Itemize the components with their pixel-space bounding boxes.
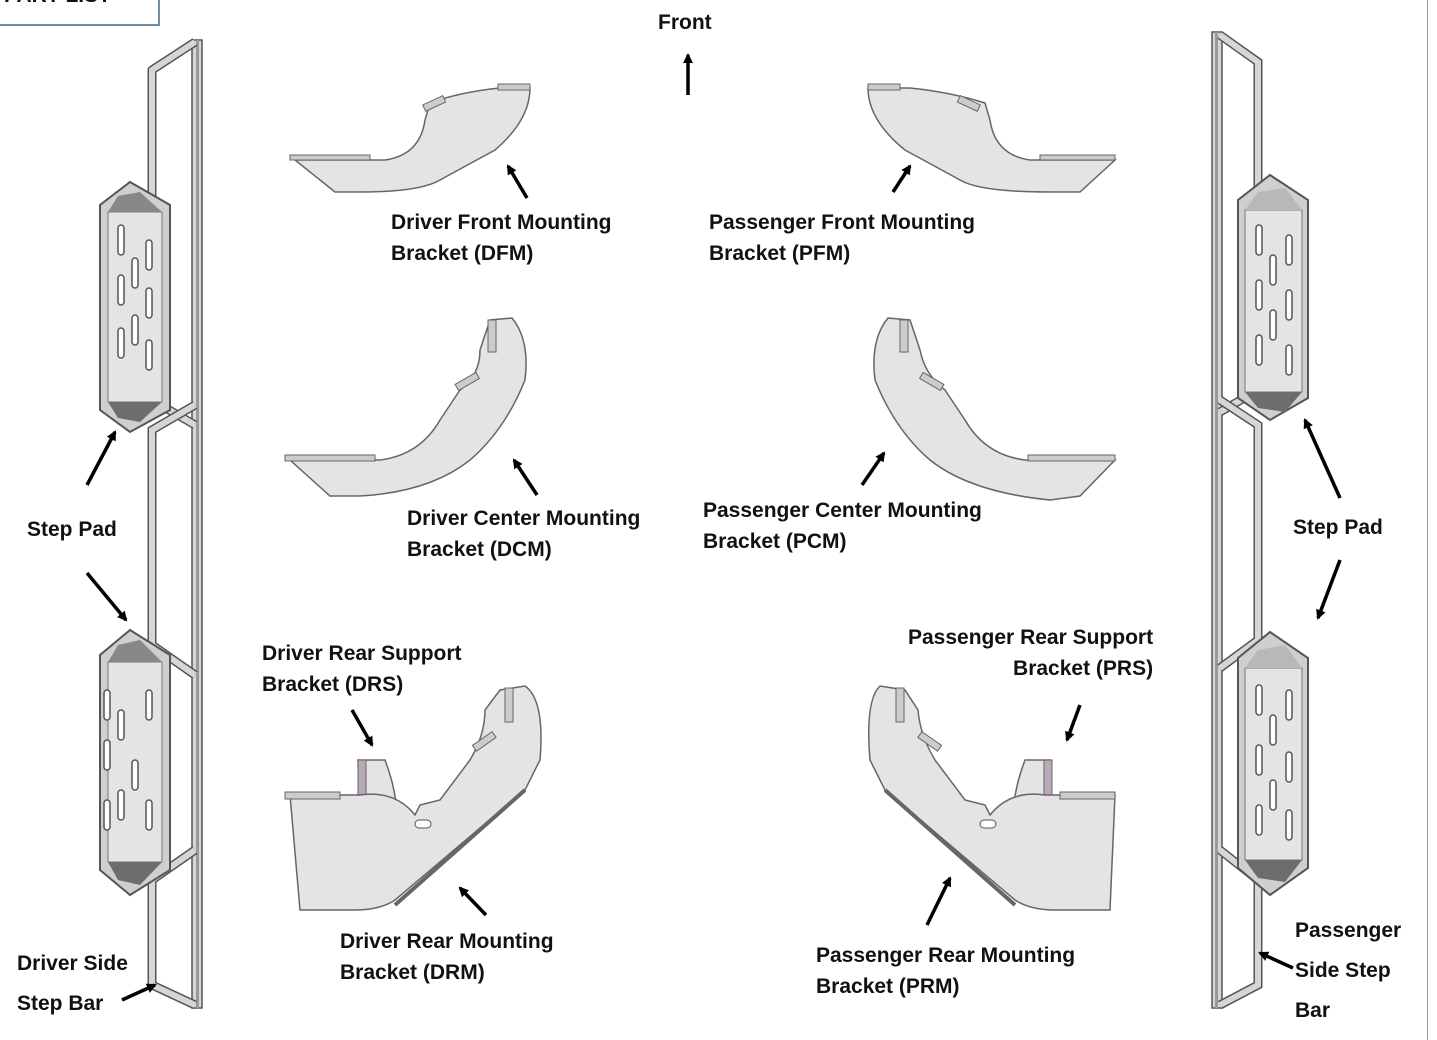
arrow-driver-bar: [121, 983, 157, 1002]
driver-side-step-bar: [147, 38, 203, 1010]
arrow-step-pad-left-down: [85, 571, 128, 622]
title-box: PART LIST: [0, 0, 160, 26]
driver-step-pad-lower: [99, 628, 171, 897]
page-title: PART LIST: [4, 0, 111, 8]
arrow-prs: [1065, 704, 1082, 742]
driver-rear-mounting-bracket: [284, 685, 542, 911]
arrow-dfm: [506, 164, 529, 199]
arrow-step-pad-left-up: [85, 430, 117, 486]
driver-center-mounting-bracket: [284, 317, 527, 497]
arrow-prm: [925, 876, 952, 926]
arrow-step-pad-right-up: [1303, 418, 1342, 499]
arrow-step-pad-right-down: [1316, 559, 1342, 620]
page-edge: [1427, 0, 1437, 1040]
passenger-center-mounting-bracket: [873, 317, 1117, 501]
arrow-drm: [458, 886, 488, 917]
front-label: Front: [658, 11, 712, 34]
arrow-dcm: [512, 458, 539, 496]
driver-front-mounting-bracket: [289, 83, 531, 193]
arrow-pcm: [860, 451, 886, 486]
passenger-front-mounting-bracket: [867, 83, 1117, 193]
arrow-pfm: [891, 164, 912, 193]
arrow-passenger-bar: [1258, 951, 1294, 970]
passenger-rear-mounting-bracket: [868, 685, 1116, 911]
passenger-step-pad-lower: [1237, 630, 1309, 897]
callout-arrows: [85, 53, 1342, 1002]
driver-step-pad-upper: [99, 180, 171, 434]
label-step-pad-right: Step Pad: [1293, 516, 1383, 539]
arrow-drs: [350, 709, 374, 747]
label-step-pad-left: Step Pad: [27, 518, 117, 541]
passenger-step-pad-upper: [1237, 173, 1309, 422]
